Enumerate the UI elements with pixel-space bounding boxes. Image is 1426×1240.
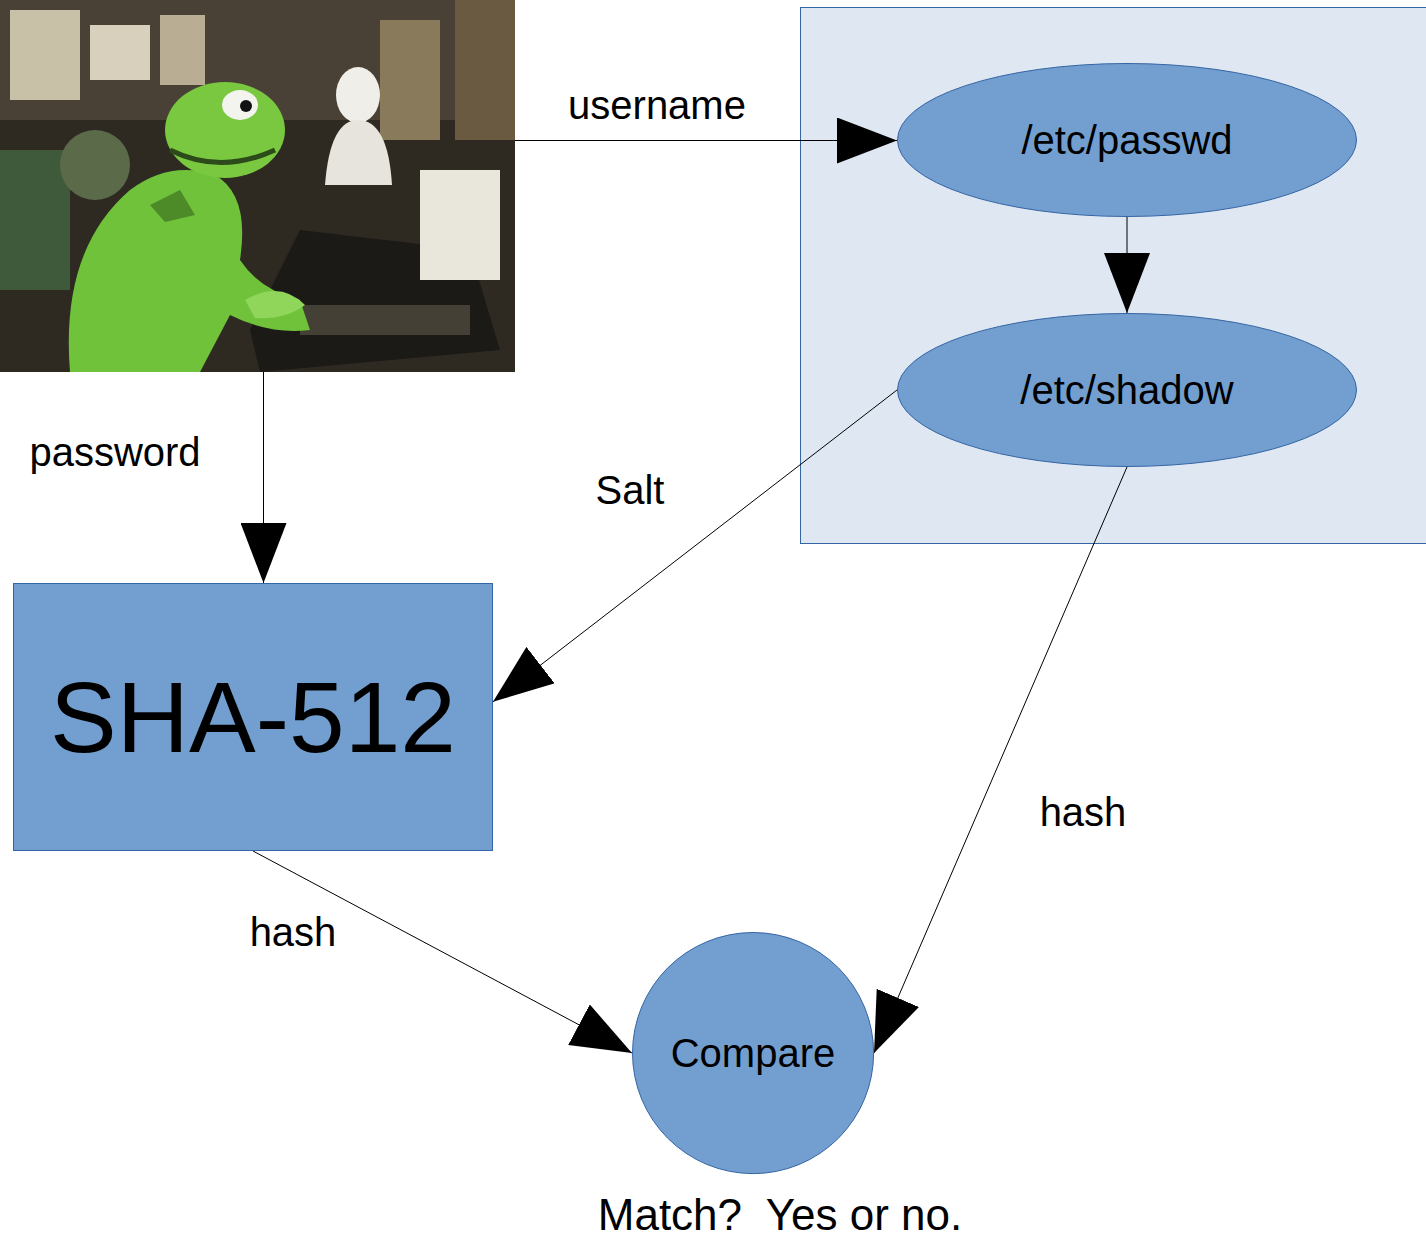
- edge-label: hash: [1040, 790, 1127, 834]
- password-arrow: [263, 372, 264, 583]
- flow-arrow: [1127, 217, 1128, 313]
- username-arrow: [515, 140, 897, 141]
- edge-label: Salt: [596, 468, 665, 512]
- result-caption: Match? Yes or no.: [598, 1191, 962, 1239]
- file-ellipse: /etc/shadow: [897, 313, 1357, 467]
- flow-arrow: [874, 467, 1127, 1053]
- flow-arrow: [493, 390, 897, 702]
- file-ellipse: /etc/passwd: [897, 63, 1357, 217]
- hash-function-box: SHA-512: [13, 583, 493, 851]
- system-panel: [801, 8, 1426, 544]
- node-text: /etc/shadow: [1020, 368, 1233, 412]
- node-text: SHA-512: [50, 662, 456, 772]
- input-label: username: [568, 83, 746, 127]
- edge-label: hash: [250, 910, 337, 954]
- compare-circle: Compare: [632, 932, 874, 1174]
- kermit-photo: [0, 0, 515, 372]
- node-text: /etc/passwd: [1021, 118, 1232, 162]
- node-text: Compare: [671, 1031, 836, 1075]
- input-label: password: [29, 430, 200, 474]
